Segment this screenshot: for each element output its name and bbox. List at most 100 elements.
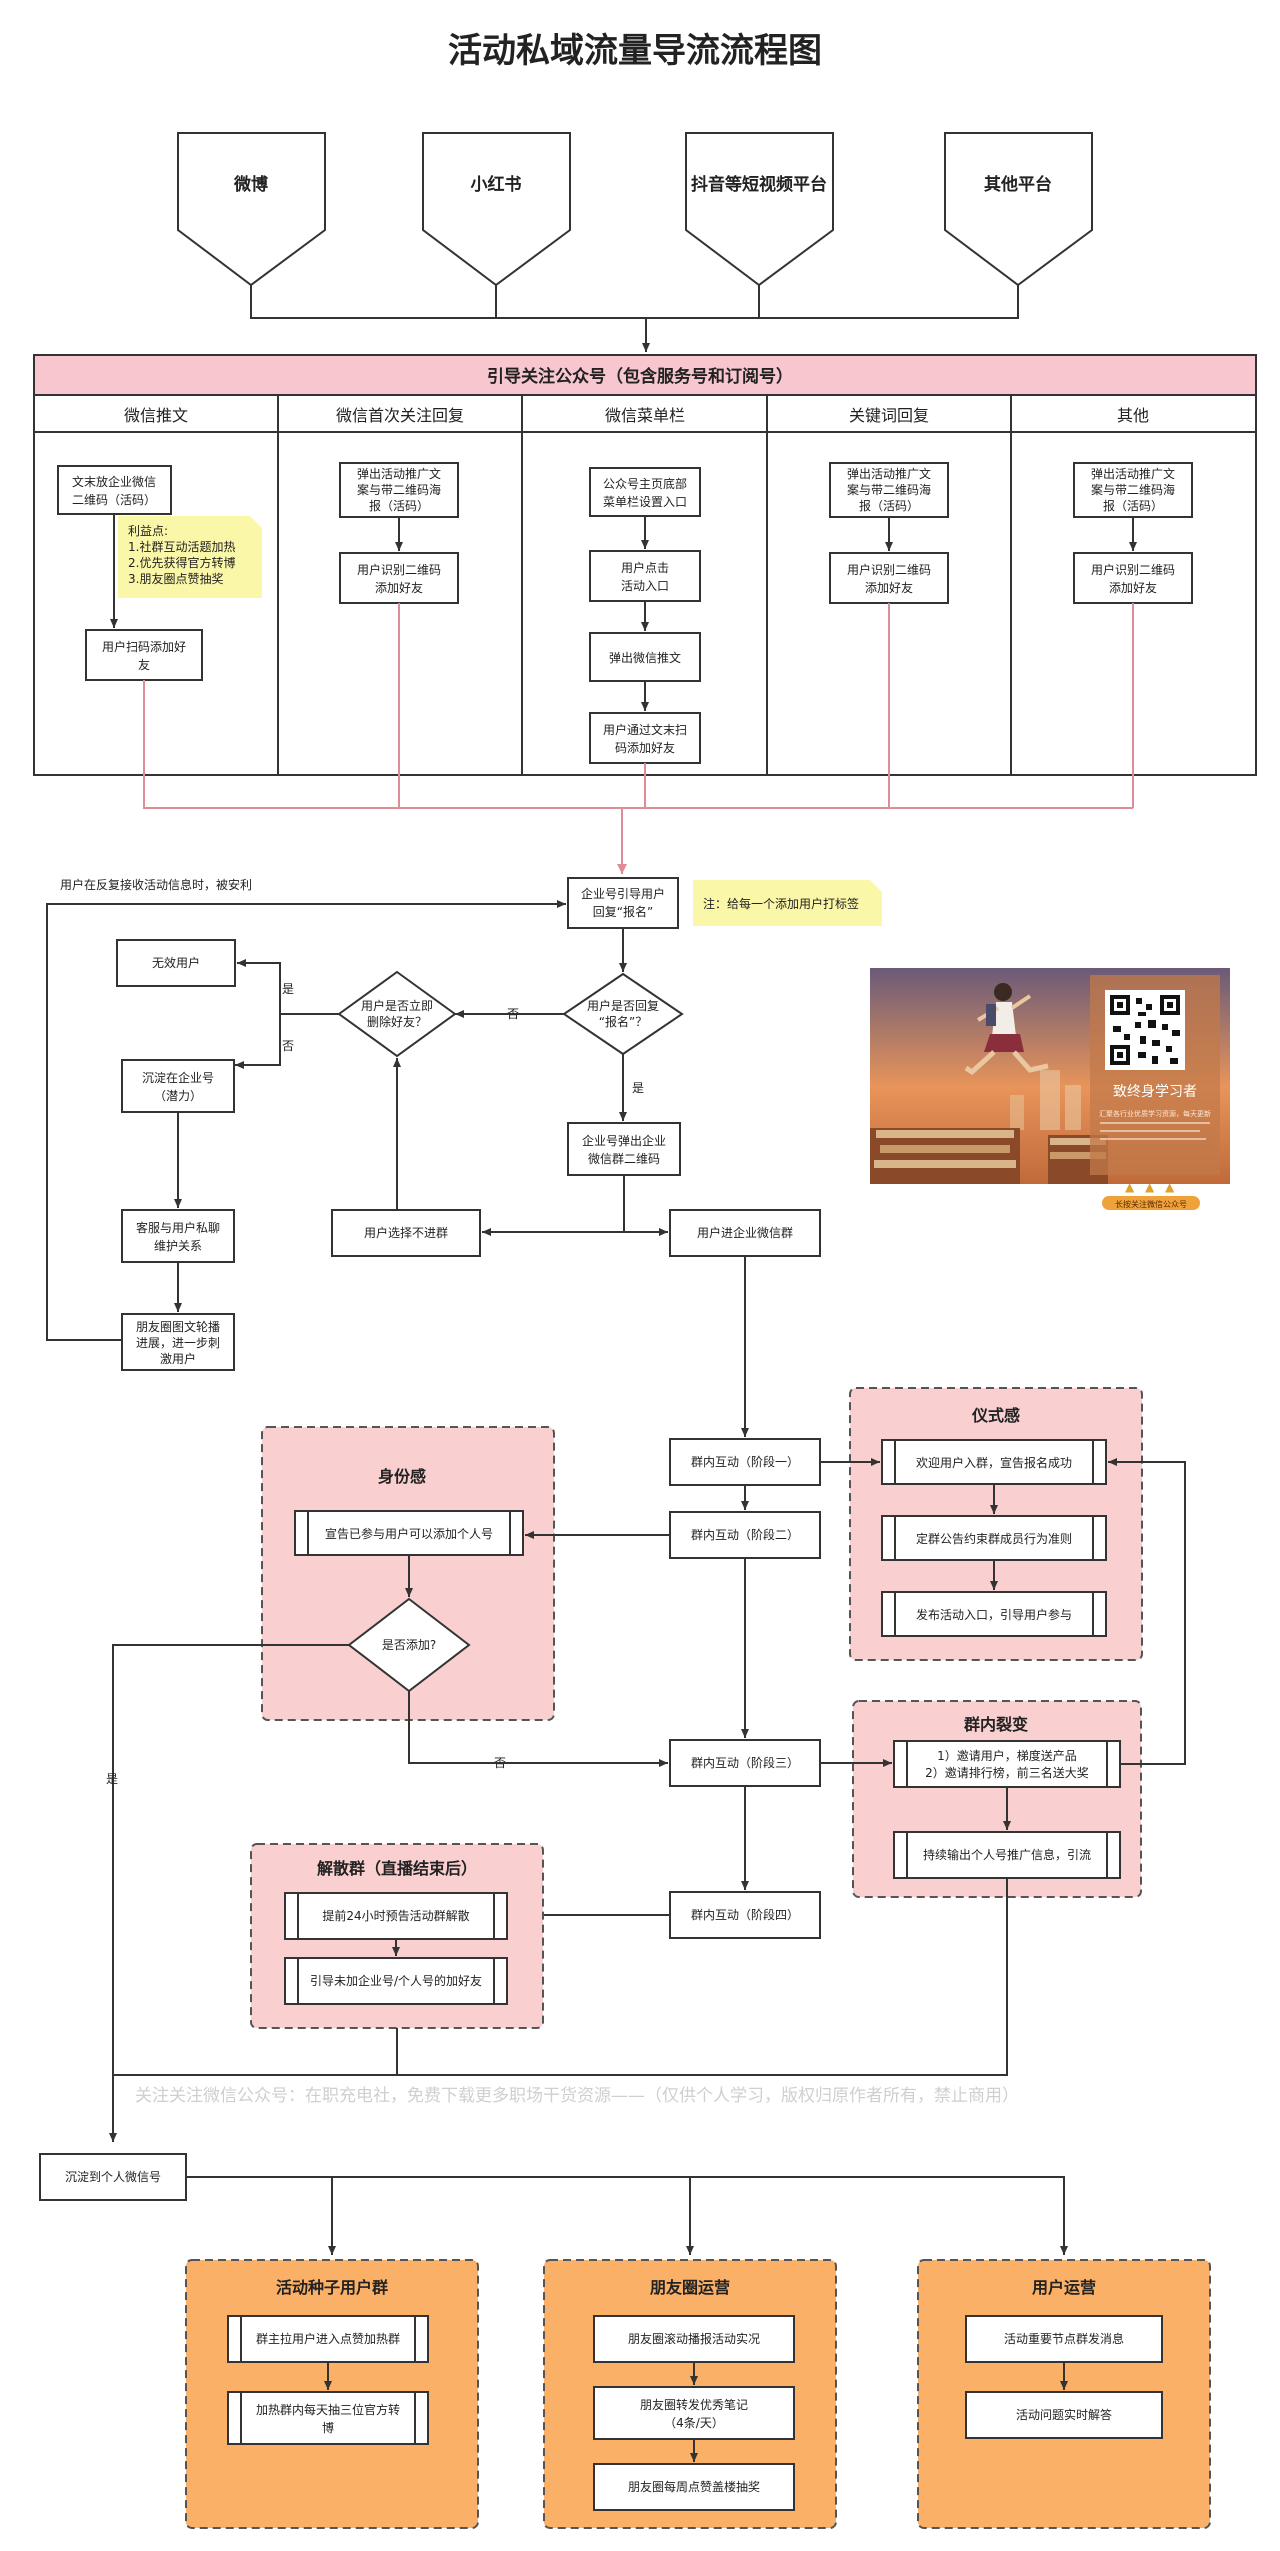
dismiss-title: 解散群（直播结束后）	[317, 1859, 477, 1878]
promo-follow-button[interactable]	[1102, 1196, 1200, 1210]
column-header: 关键词回复	[849, 406, 929, 425]
tag-note	[693, 880, 882, 926]
dismiss-item-text: 提前24小时预告活动群解散	[322, 1908, 469, 1923]
column-header: 微信菜单栏	[605, 406, 685, 425]
promo-badge-row: ▲ ▲ ▲	[1125, 1180, 1175, 1194]
guide-reply-line: 回复“报名”	[593, 904, 653, 919]
settle-box	[39, 2153, 187, 2201]
col5-step1-line: 报（活码）	[1103, 498, 1163, 513]
moments-ops-title: 朋友圈运营	[650, 2278, 730, 2297]
col3-step4-line: 用户通过文末扫	[603, 722, 687, 737]
col5-step2-line: 添加好友	[1109, 581, 1157, 595]
col5-step2-line: 用户识别二维码	[1091, 562, 1175, 577]
potential-box	[121, 1059, 235, 1113]
platform-label: 抖音等短视频平台	[691, 174, 827, 195]
watermark: 关注关注微信公众号：在职充电社，免费下载更多职场干货资源——（仅供个人学习，版权…	[135, 2086, 1019, 2106]
user-ops-item	[965, 2315, 1163, 2363]
moments-ops-item-line: （4条/天）	[664, 2416, 724, 2430]
page-title: 活动私域流量导流流程图	[448, 31, 822, 71]
dismiss-item-text: 引导未加企业号/个人号的加好友	[310, 1973, 482, 1988]
col4-step2-line: 添加好友	[865, 581, 913, 595]
seed-item-line: 加热群内每天抽三位官方转	[256, 2402, 400, 2417]
col4-step1-line: 弹出活动推广文	[847, 466, 931, 481]
fission-item-text: 持续输出个人号推广信息，引流	[923, 1847, 1091, 1862]
fission-item-line: 2）邀请排行榜，前三名送大奖	[925, 1765, 1089, 1780]
col3-step2-line: 活动入口	[621, 579, 669, 593]
col3-step2	[589, 550, 701, 602]
customer-service-box	[121, 1209, 235, 1263]
reply-check-line: 用户是否回复	[587, 998, 659, 1013]
promo-desc: 汇聚各行业优质学习资源，每天更新	[1099, 1109, 1211, 1118]
col3-step3	[589, 632, 701, 682]
moments-line: 朋友圈图文轮播	[136, 1319, 220, 1334]
col5-step1	[1073, 462, 1193, 518]
guide-reply-box	[567, 877, 679, 929]
guide-header	[33, 354, 1257, 396]
col2-step1	[339, 462, 459, 518]
reply-check-diamond	[562, 972, 684, 1056]
note-line: 2.优先获得官方转博	[128, 555, 235, 570]
customer-service-line: 维护关系	[154, 1239, 202, 1253]
promo-follow-label: 长按关注微信公众号	[1115, 1199, 1187, 1209]
ritual-item-text: 发布活动入口，引导用户参与	[916, 1607, 1072, 1622]
platform-label: 微博	[233, 174, 268, 195]
col5-step2	[1073, 552, 1193, 604]
stage1-text: 群内互动（阶段一）	[691, 1454, 799, 1469]
column-header: 微信首次关注回复	[336, 406, 464, 425]
ritual-item	[881, 1515, 1107, 1561]
stage4-box	[669, 1891, 821, 1939]
moments-ops-item	[593, 2386, 795, 2440]
moments-ops-item-text: 朋友圈滚动播报活动实况	[628, 2331, 760, 2346]
settle-text: 沉淀到个人微信号	[65, 2170, 161, 2184]
user-ops-item	[965, 2391, 1163, 2439]
guide-reply-line: 企业号引导用户	[581, 886, 665, 901]
seed-item-line: 博	[322, 2420, 334, 2435]
col4-step1	[829, 462, 949, 518]
col3-step2-line: 用户点击	[621, 560, 669, 575]
stage4-text: 群内互动（阶段四）	[691, 1907, 799, 1922]
invalid-user-box	[116, 939, 236, 987]
platform-other: 其他平台	[944, 132, 1093, 287]
moments-ops-item-line: 朋友圈转发优秀笔记	[640, 2397, 748, 2412]
invalid-user-text: 无效用户	[152, 955, 200, 970]
guide-header-text: 引导关注公众号（包含服务号和订阅号）	[487, 366, 793, 387]
col4-step1-line: 案与带二维码海	[847, 482, 931, 497]
col3-step4-line: 码添加好友	[615, 741, 675, 755]
popup-qr-line: 企业号弹出企业	[582, 1133, 666, 1148]
popup-qr-line: 微信群二维码	[588, 1152, 660, 1166]
fission-item	[893, 1740, 1121, 1788]
col3-step4	[589, 712, 701, 764]
user-ops-item-text: 活动重要节点群发消息	[1004, 2331, 1124, 2346]
col1-step2-line: 友	[138, 658, 150, 672]
moments-box	[121, 1313, 235, 1371]
col4-step2-line: 用户识别二维码	[847, 562, 931, 577]
seed-item-text: 群主拉用户进入点赞加热群	[256, 2331, 400, 2346]
ritual-item	[881, 1591, 1107, 1637]
dismiss-item	[284, 1892, 508, 1940]
delete-check-diamond	[337, 970, 457, 1058]
merge-lines	[143, 603, 1134, 874]
col2-step1-line: 报（活码）	[369, 498, 429, 513]
potential-line: （潜力）	[154, 1089, 202, 1103]
announce-box	[294, 1510, 524, 1556]
tag-note-text: 注：给每一个添加用户打标签	[703, 896, 859, 911]
join-group-text: 用户进企业微信群	[697, 1225, 793, 1240]
moments-ops-item	[593, 2315, 795, 2363]
potential-line: 沉淀在企业号	[142, 1070, 214, 1085]
platform-label: 其他平台	[984, 174, 1052, 195]
added-check-text: 是否添加?	[382, 1638, 436, 1652]
stage1-box	[669, 1438, 821, 1486]
announce-text: 宣告已参与用户可以添加个人号	[325, 1526, 493, 1541]
col1-step1-line: 文末放企业微信	[72, 474, 156, 489]
col5-step1-line: 案与带二维码海	[1091, 482, 1175, 497]
seed-item	[227, 2315, 429, 2363]
runner-figure	[964, 983, 1049, 1076]
svg-text:▲: ▲	[1125, 1180, 1135, 1194]
col1-step1	[57, 465, 172, 515]
platform-label: 小红书	[471, 174, 522, 195]
no-label: 否	[507, 1007, 519, 1021]
yes-label: 是	[106, 1772, 118, 1786]
stage2-text: 群内互动（阶段二）	[691, 1527, 799, 1542]
reply-check-line: “报名”？	[599, 1014, 647, 1029]
not-join-text: 用户选择不进群	[364, 1225, 448, 1240]
